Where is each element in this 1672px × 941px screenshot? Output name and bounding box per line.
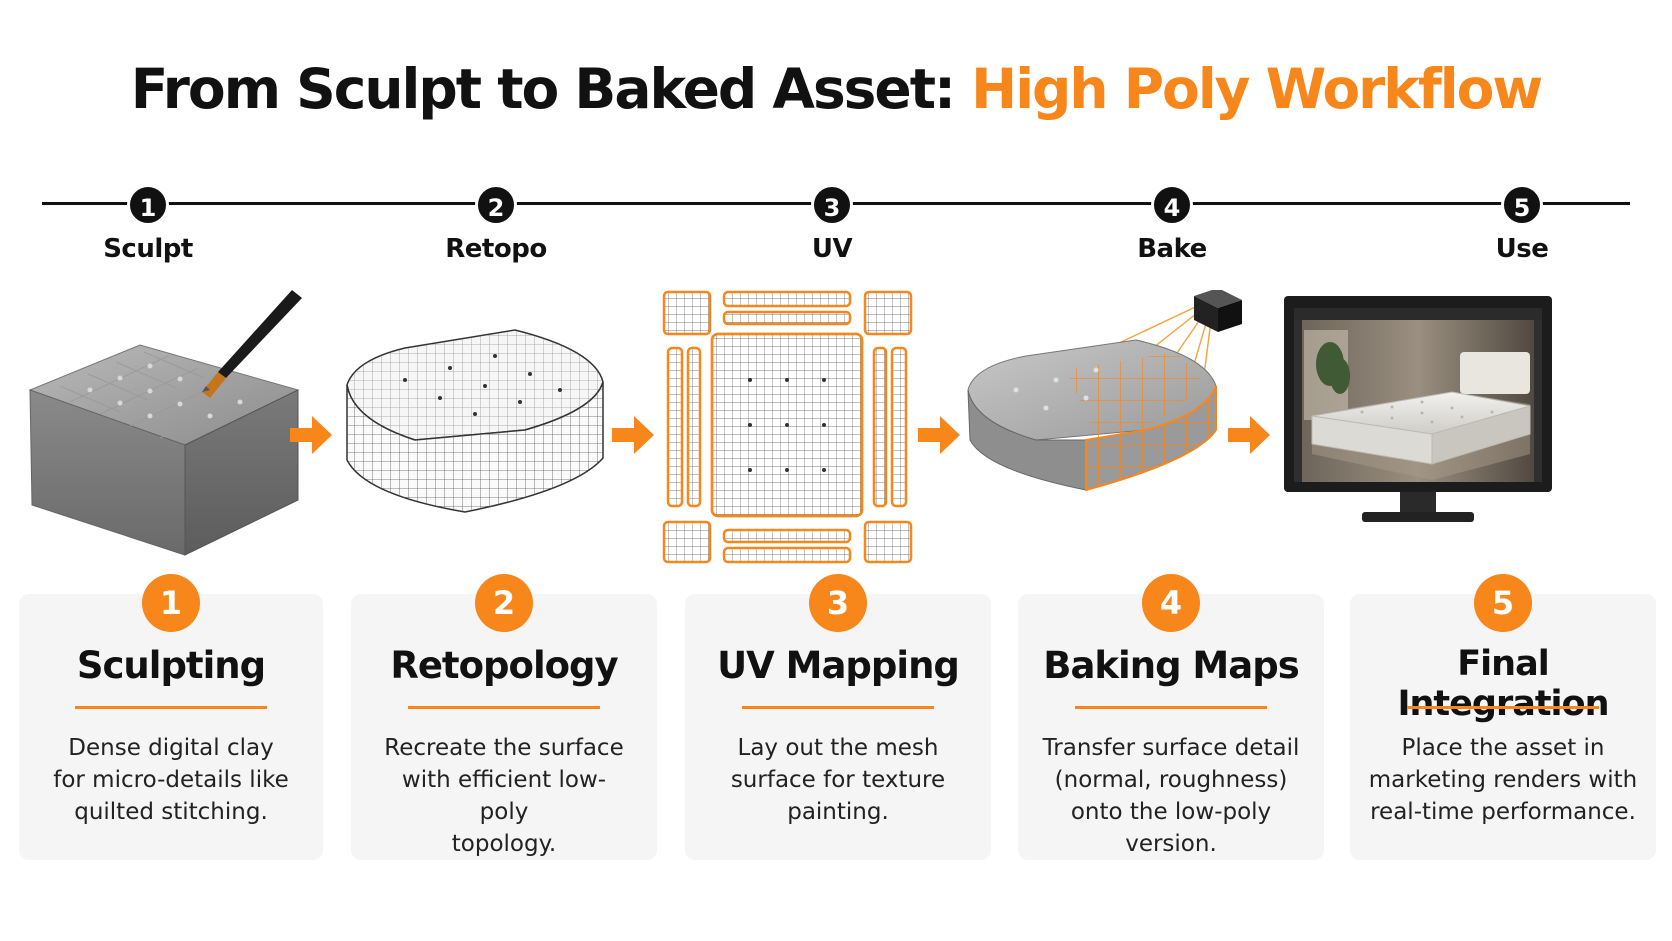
sculpted-mattress-illustration (28, 290, 302, 556)
timeline-step-number: 4 (1151, 184, 1193, 226)
card-divider (1407, 706, 1599, 709)
step-card-baking-maps: 4 Baking Maps Transfer surface detail (n… (1018, 574, 1324, 860)
arrow-right-icon (1228, 416, 1270, 454)
card-divider (1075, 706, 1267, 709)
card-description-line: Place the asset in (1401, 735, 1605, 761)
card-description-line: real-time performance. (1370, 799, 1636, 825)
page-title: From Sculpt to Baked Asset: High Poly Wo… (0, 62, 1672, 117)
card-description-line: surface for texture (730, 767, 946, 793)
title-main: From Sculpt to Baked Asset: (130, 57, 972, 121)
timeline-step-number: 5 (1501, 184, 1543, 226)
sculpting-pen-icon (202, 290, 302, 398)
timeline-step-use: 5 Use (1422, 184, 1622, 264)
timeline-step-label: UV (811, 234, 853, 264)
timeline-step-sculpt: 1 Sculpt (48, 184, 248, 264)
card-description-line: topology. (451, 831, 557, 857)
card-title: Retopology (390, 644, 618, 687)
card-description-line: with efficient low-poly (401, 767, 607, 825)
step-card-sculpting: 1 Sculpting Dense digital clay for micro… (19, 574, 323, 860)
plant-icon (1316, 342, 1350, 394)
card-description-line: (normal, roughness) (1054, 767, 1288, 793)
timeline-step-label: Bake (1137, 234, 1207, 264)
card-description-line: onto the low-poly version. (1070, 799, 1272, 857)
timeline-step-label: Retopo (445, 234, 547, 264)
baking-illustration (967, 290, 1242, 492)
card-title: Baking Maps (1043, 644, 1299, 687)
arrow-right-icon (918, 416, 960, 454)
card-step-number: 2 (475, 574, 533, 632)
card-title: Final Integration (1397, 644, 1609, 724)
step-timeline: 1 Sculpt 2 Retopo 3 UV 4 Bake 5 Use (0, 0, 1672, 270)
card-step-number: 3 (809, 574, 867, 632)
projection-cube-icon (1194, 290, 1242, 332)
card-step-number: 5 (1474, 574, 1532, 632)
card-description-line: quilted stitching. (74, 799, 268, 825)
step-card-final-integration: 5 Final Integration Place the asset in m… (1350, 574, 1656, 860)
timeline-step-number: 3 (811, 184, 853, 226)
card-divider (75, 706, 267, 709)
card-description-line: Transfer surface detail (1042, 735, 1300, 761)
card-divider (408, 706, 600, 709)
timeline-step-number: 1 (127, 184, 169, 226)
monitor-illustration (1284, 296, 1552, 522)
step-card-retopology: 2 Retopology Recreate the surface with e… (351, 574, 657, 860)
card-description-line: marketing renders with (1368, 767, 1638, 793)
card-description: Place the asset in marketing renders wit… (1364, 732, 1642, 828)
card-description: Transfer surface detail (normal, roughne… (1032, 732, 1310, 860)
timeline-step-label: Use (1495, 234, 1549, 264)
timeline-step-label: Sculpt (103, 234, 193, 264)
card-description: Dense digital clay for micro-details lik… (49, 732, 293, 828)
timeline-step-bake: 4 Bake (1072, 184, 1272, 264)
card-description: Recreate the surface with efficient low-… (381, 732, 627, 860)
timeline-step-retopo: 2 Retopo (396, 184, 596, 264)
card-description-line: for micro-details like (53, 767, 289, 793)
card-step-number: 4 (1142, 574, 1200, 632)
card-description-line: Lay out the mesh (737, 735, 939, 761)
arrow-right-icon (612, 416, 654, 454)
card-description: Lay out the mesh surface for texture pai… (715, 732, 961, 828)
card-title: Sculpting (76, 644, 266, 687)
card-step-number: 1 (142, 574, 200, 632)
step-card-uv-mapping: 3 UV Mapping Lay out the mesh surface fo… (685, 574, 991, 860)
uv-layout-illustration (662, 290, 913, 564)
card-description-line: Dense digital clay (68, 735, 274, 761)
timeline-step-uv: 3 UV (732, 184, 932, 264)
card-description-line: Recreate the surface (384, 735, 624, 761)
card-description-line: painting. (787, 799, 889, 825)
card-divider (742, 706, 934, 709)
arrow-right-icon (290, 416, 332, 454)
title-accent: High Poly Workflow (971, 57, 1543, 121)
timeline-step-number: 2 (475, 184, 517, 226)
card-title: UV Mapping (717, 644, 960, 687)
wireframe-mattress-illustration (346, 329, 604, 513)
